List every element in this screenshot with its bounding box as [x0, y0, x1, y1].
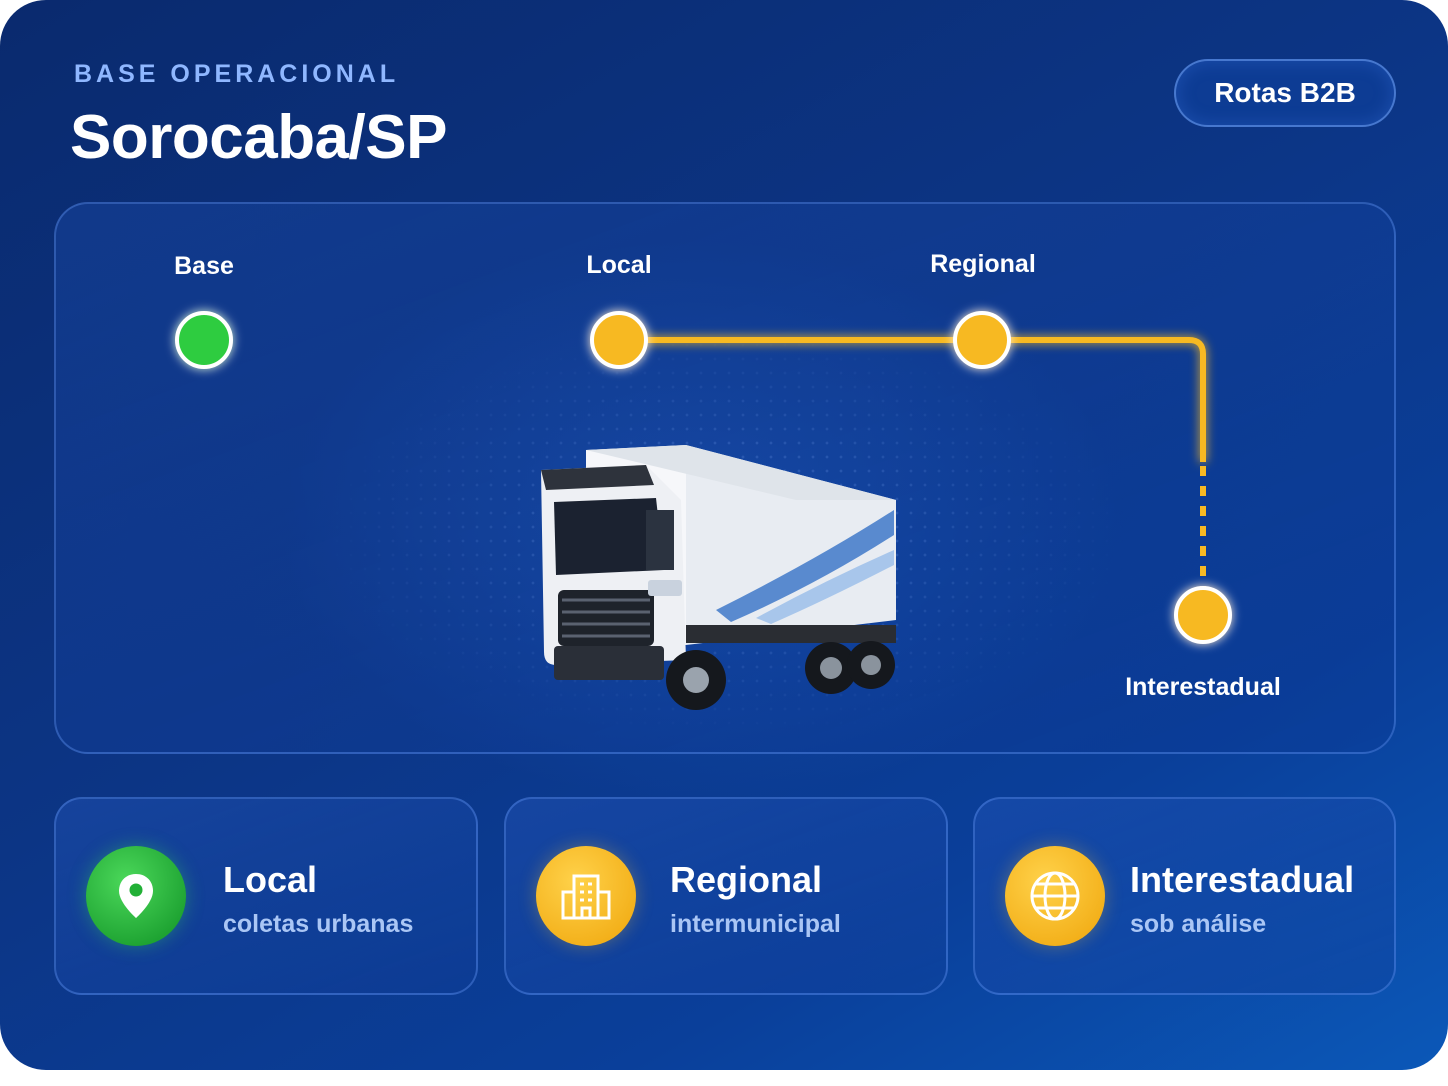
card-title: Local: [223, 859, 318, 900]
stop-dot-interestadual: [1174, 586, 1232, 644]
stop-label-base: Base: [174, 252, 234, 280]
stop-label-interestadual: Interestadual: [1125, 673, 1281, 701]
card-subtitle: intermunicipal: [670, 910, 841, 938]
eyebrow-label: BASE OPERACIONAL: [74, 60, 400, 88]
stop-dot-local: [590, 311, 648, 369]
routes-badge[interactable]: Rotas B2B: [1174, 59, 1396, 127]
map-pin-icon: [86, 846, 186, 946]
truck-illustration: [541, 445, 896, 710]
buildings-icon: [536, 846, 636, 946]
stop-label-regional: Regional: [930, 250, 1036, 278]
stop-label-local: Local: [586, 251, 652, 279]
card-subtitle: sob análise: [1130, 910, 1267, 938]
route-line: [175, 311, 1232, 644]
route-card-local[interactable]: Local coletas urbanas: [54, 797, 478, 995]
route-card-interestadual[interactable]: Interestadual sob análise: [973, 797, 1396, 995]
page-title: Sorocaba/SP: [70, 103, 447, 172]
segment-local-interestadual: [619, 337, 1206, 462]
route-map-panel: Base Local Regional Interestadual: [54, 202, 1396, 754]
card-title: Interestadual: [1130, 859, 1355, 900]
card-subtitle: coletas urbanas: [223, 910, 414, 938]
route-card-regional[interactable]: Regional intermunicipal: [504, 797, 948, 995]
card-title: Regional: [670, 859, 823, 900]
stop-dot-base: [175, 311, 233, 369]
stop-dot-regional: [953, 311, 1011, 369]
globe-icon: [1005, 846, 1105, 946]
